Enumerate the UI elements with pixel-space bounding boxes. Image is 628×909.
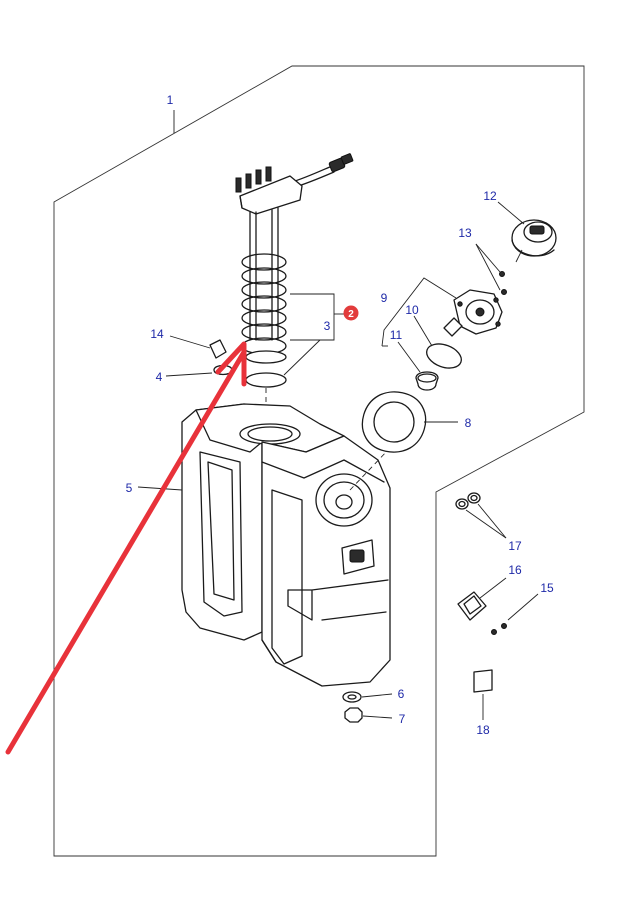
leader-14 [169, 335, 211, 349]
callout-2-text: 2 [348, 309, 354, 320]
part-label-14: 14 [150, 327, 164, 341]
part-label-4: 4 [156, 370, 163, 384]
part-label-5: 5 [126, 481, 133, 495]
part-label-16: 16 [508, 563, 522, 577]
valve-9 [443, 289, 503, 337]
part-label-9: 9 [381, 291, 388, 305]
leader-6 [361, 693, 393, 698]
washer-6 [342, 691, 362, 703]
leader-15 [507, 593, 539, 621]
part-label-6: 6 [398, 687, 405, 701]
leader-17b [477, 503, 507, 539]
leader-10 [413, 315, 433, 347]
gasket-8 [361, 391, 427, 453]
screw-15a [491, 629, 497, 635]
leader-17a [465, 509, 507, 539]
part-label-7: 7 [399, 712, 406, 726]
callout-circle [343, 305, 359, 321]
leader-bracket-2 [290, 293, 335, 341]
label-18 [473, 669, 493, 693]
leader-11 [397, 341, 421, 373]
axis-flange [349, 449, 389, 491]
part-labels: 1 3 4 5 6 7 8 9 10 11 12 13 14 15 16 17 … [126, 93, 554, 737]
screw-13b [501, 289, 507, 295]
leader-16 [479, 577, 507, 599]
leader-9 [381, 277, 457, 347]
part-label-18: 18 [476, 723, 490, 737]
leader-12 [497, 201, 525, 225]
o-ring-10 [426, 343, 462, 369]
part-label-12: 12 [483, 189, 497, 203]
assembly-frame [53, 65, 585, 857]
leader-13a [475, 243, 501, 273]
sender-coil [241, 253, 287, 355]
leader-4 [165, 372, 213, 377]
screw-12 [515, 249, 523, 263]
plate-16 [457, 591, 487, 621]
part-label-11: 11 [390, 328, 403, 342]
leader-3 [283, 339, 321, 376]
part-label-10: 10 [405, 303, 419, 317]
adapter-11 [415, 371, 439, 391]
clip-14 [209, 339, 227, 359]
leader-13b [475, 243, 501, 291]
callout-2: 2 [343, 305, 359, 321]
screw-13a [499, 271, 505, 277]
part-label-17: 17 [508, 539, 522, 553]
screw-15b [501, 623, 507, 629]
part-label-13: 13 [458, 226, 472, 240]
red-pointer-arrow [5, 341, 247, 755]
leader-7 [362, 715, 393, 719]
part-label-1: 1 [167, 93, 174, 107]
grommets-17 [455, 492, 481, 510]
part-label-8: 8 [465, 416, 472, 430]
level-sender-assembly [235, 153, 354, 364]
leader-5 [137, 486, 183, 491]
o-ring-3 [245, 372, 287, 388]
nut-7 [344, 707, 363, 723]
part-label-15: 15 [540, 581, 554, 595]
fuel-tank [181, 403, 391, 687]
cap-12 [511, 219, 557, 257]
part-label-3: 3 [324, 319, 331, 333]
